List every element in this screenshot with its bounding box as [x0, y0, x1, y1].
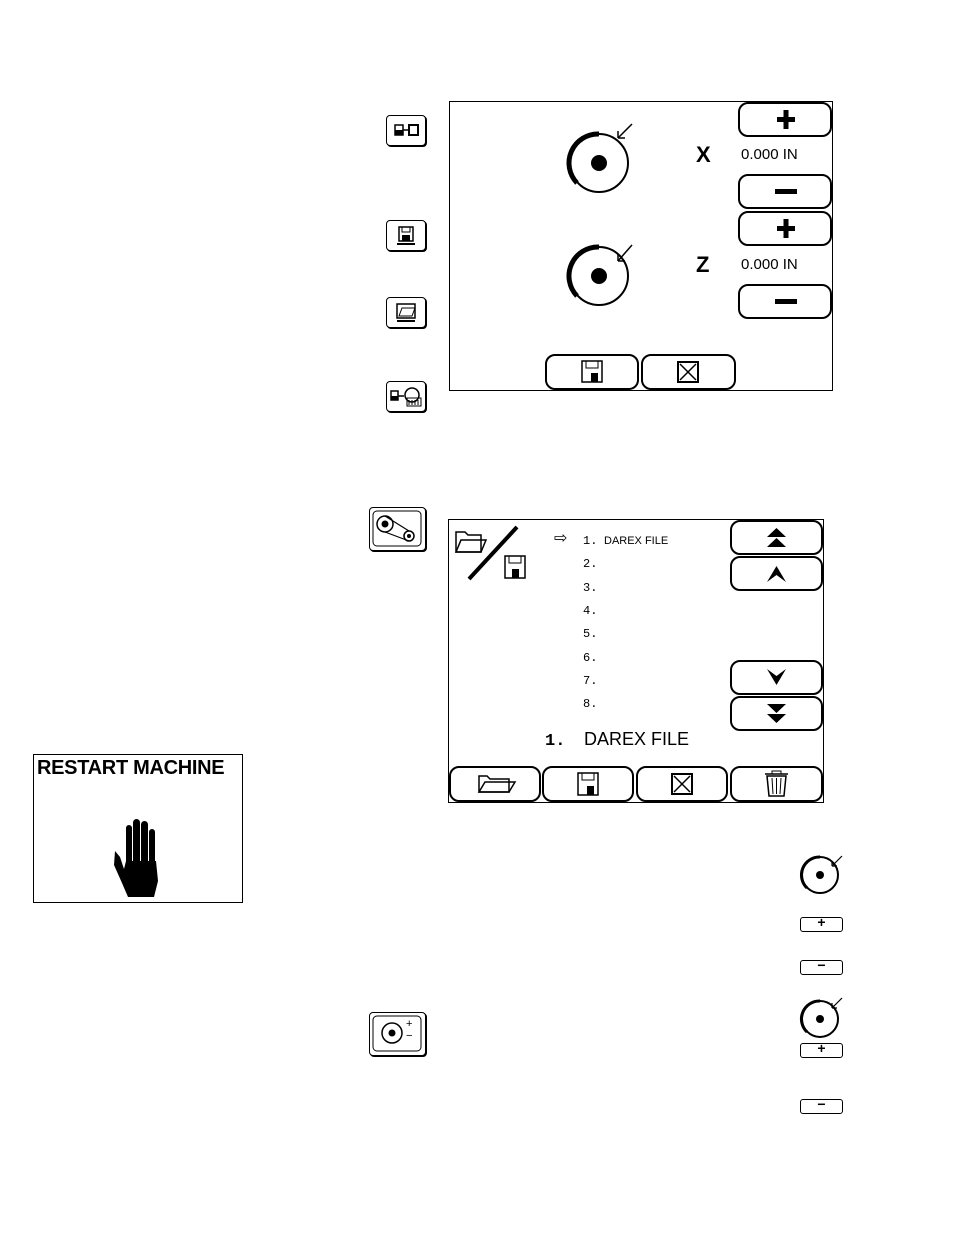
chevron-up-icon: [732, 558, 821, 589]
x-minus-button[interactable]: [738, 174, 832, 209]
restart-machine-title: RESTART MACHINE: [37, 757, 224, 780]
file-list-item-number: 6.: [583, 651, 597, 665]
jog-cancel-button[interactable]: [641, 354, 736, 390]
scroll-up-button[interactable]: [730, 556, 823, 591]
minus-icon: −: [801, 1096, 842, 1112]
selection-arrow-icon: ⇨: [554, 530, 567, 548]
plus-icon: +: [801, 1040, 842, 1056]
selected-file-number: 1.: [545, 732, 565, 751]
x-position-readout: 0.000 IN: [741, 146, 798, 163]
minus-icon: [740, 176, 830, 207]
scroll-top-button[interactable]: [730, 520, 823, 555]
file-cancel-button[interactable]: [636, 766, 728, 802]
scroll-down-button[interactable]: [730, 660, 823, 695]
file-save-button[interactable]: [542, 766, 634, 802]
transfer-disk-icon: [387, 382, 425, 411]
file-open-button[interactable]: [449, 766, 541, 802]
plus-icon: [740, 104, 830, 135]
plus-icon: +: [801, 914, 842, 930]
pulley-belt-icon: [370, 508, 425, 550]
floppy-icon: [387, 221, 425, 250]
jog-panel: X 0.000 IN Z 0.000 IN: [449, 101, 833, 391]
plus-icon: [740, 213, 830, 244]
offset-plus-label: +: [406, 1018, 412, 1030]
file-panel: ⇨ 1. DAREX FILE 2. 3. 4. 5. 6. 7. 8. 1. DAREX FI…: [448, 519, 824, 803]
file-list-item-number: 3.: [583, 581, 597, 595]
trash-icon: [732, 768, 821, 800]
z-axis-label: Z: [696, 252, 709, 278]
x-plus-button[interactable]: [738, 102, 832, 137]
file-list-item-number: 2.: [583, 557, 597, 571]
floppy-icon: [547, 356, 637, 388]
stop-hand-icon: [112, 817, 164, 899]
transfer-icon-button[interactable]: [386, 115, 426, 146]
save-icon-button[interactable]: [386, 220, 426, 251]
z-position-readout: 0.000 IN: [741, 256, 798, 273]
small-plus-button[interactable]: +: [800, 1043, 843, 1058]
handwheel-icon: [798, 997, 844, 1039]
transfer-icon: [387, 116, 425, 145]
folder-icon: [451, 768, 539, 800]
scroll-bottom-button[interactable]: [730, 696, 823, 731]
open-icon-button[interactable]: [386, 297, 426, 328]
double-chevron-up-icon: [732, 522, 821, 553]
open-save-icon: [453, 524, 533, 582]
close-box-icon: [643, 356, 734, 388]
file-list-item-number: 8.: [583, 697, 597, 711]
small-plus-button[interactable]: +: [800, 917, 843, 932]
restart-machine-panel: RESTART MACHINE: [33, 754, 243, 903]
x-handwheel-icon: [563, 122, 643, 197]
double-chevron-down-icon: [732, 698, 821, 729]
file-list-item-name[interactable]: DAREX FILE: [604, 535, 668, 547]
file-manager-icon-button[interactable]: [369, 507, 426, 551]
z-handwheel-icon: [563, 235, 643, 310]
file-list-item-number: 7.: [583, 674, 597, 688]
chevron-down-icon: [732, 662, 821, 693]
small-minus-button[interactable]: −: [800, 960, 843, 975]
transfer-disk-icon-button[interactable]: [386, 381, 426, 412]
x-axis-label: X: [696, 142, 711, 168]
selected-file-name: DAREX FILE: [584, 729, 689, 750]
close-box-icon: [638, 768, 726, 800]
z-plus-button[interactable]: [738, 211, 832, 246]
file-list-item-number: 5.: [583, 627, 597, 641]
small-minus-button[interactable]: −: [800, 1099, 843, 1114]
dial-plus-minus-icon: [370, 1013, 425, 1055]
minus-icon: [740, 286, 830, 317]
tool-offset-icon-button[interactable]: + −: [369, 1012, 426, 1056]
jog-save-button[interactable]: [545, 354, 639, 390]
handwheel-icon: [798, 853, 844, 895]
folder-icon: [387, 298, 425, 327]
floppy-icon: [544, 768, 632, 800]
offset-minus-label: −: [406, 1030, 412, 1042]
file-list-item-number: 4.: [583, 604, 597, 618]
minus-icon: −: [801, 957, 842, 973]
file-delete-button[interactable]: [730, 766, 823, 802]
file-list-item-number: 1.: [583, 534, 597, 548]
z-minus-button[interactable]: [738, 284, 832, 319]
